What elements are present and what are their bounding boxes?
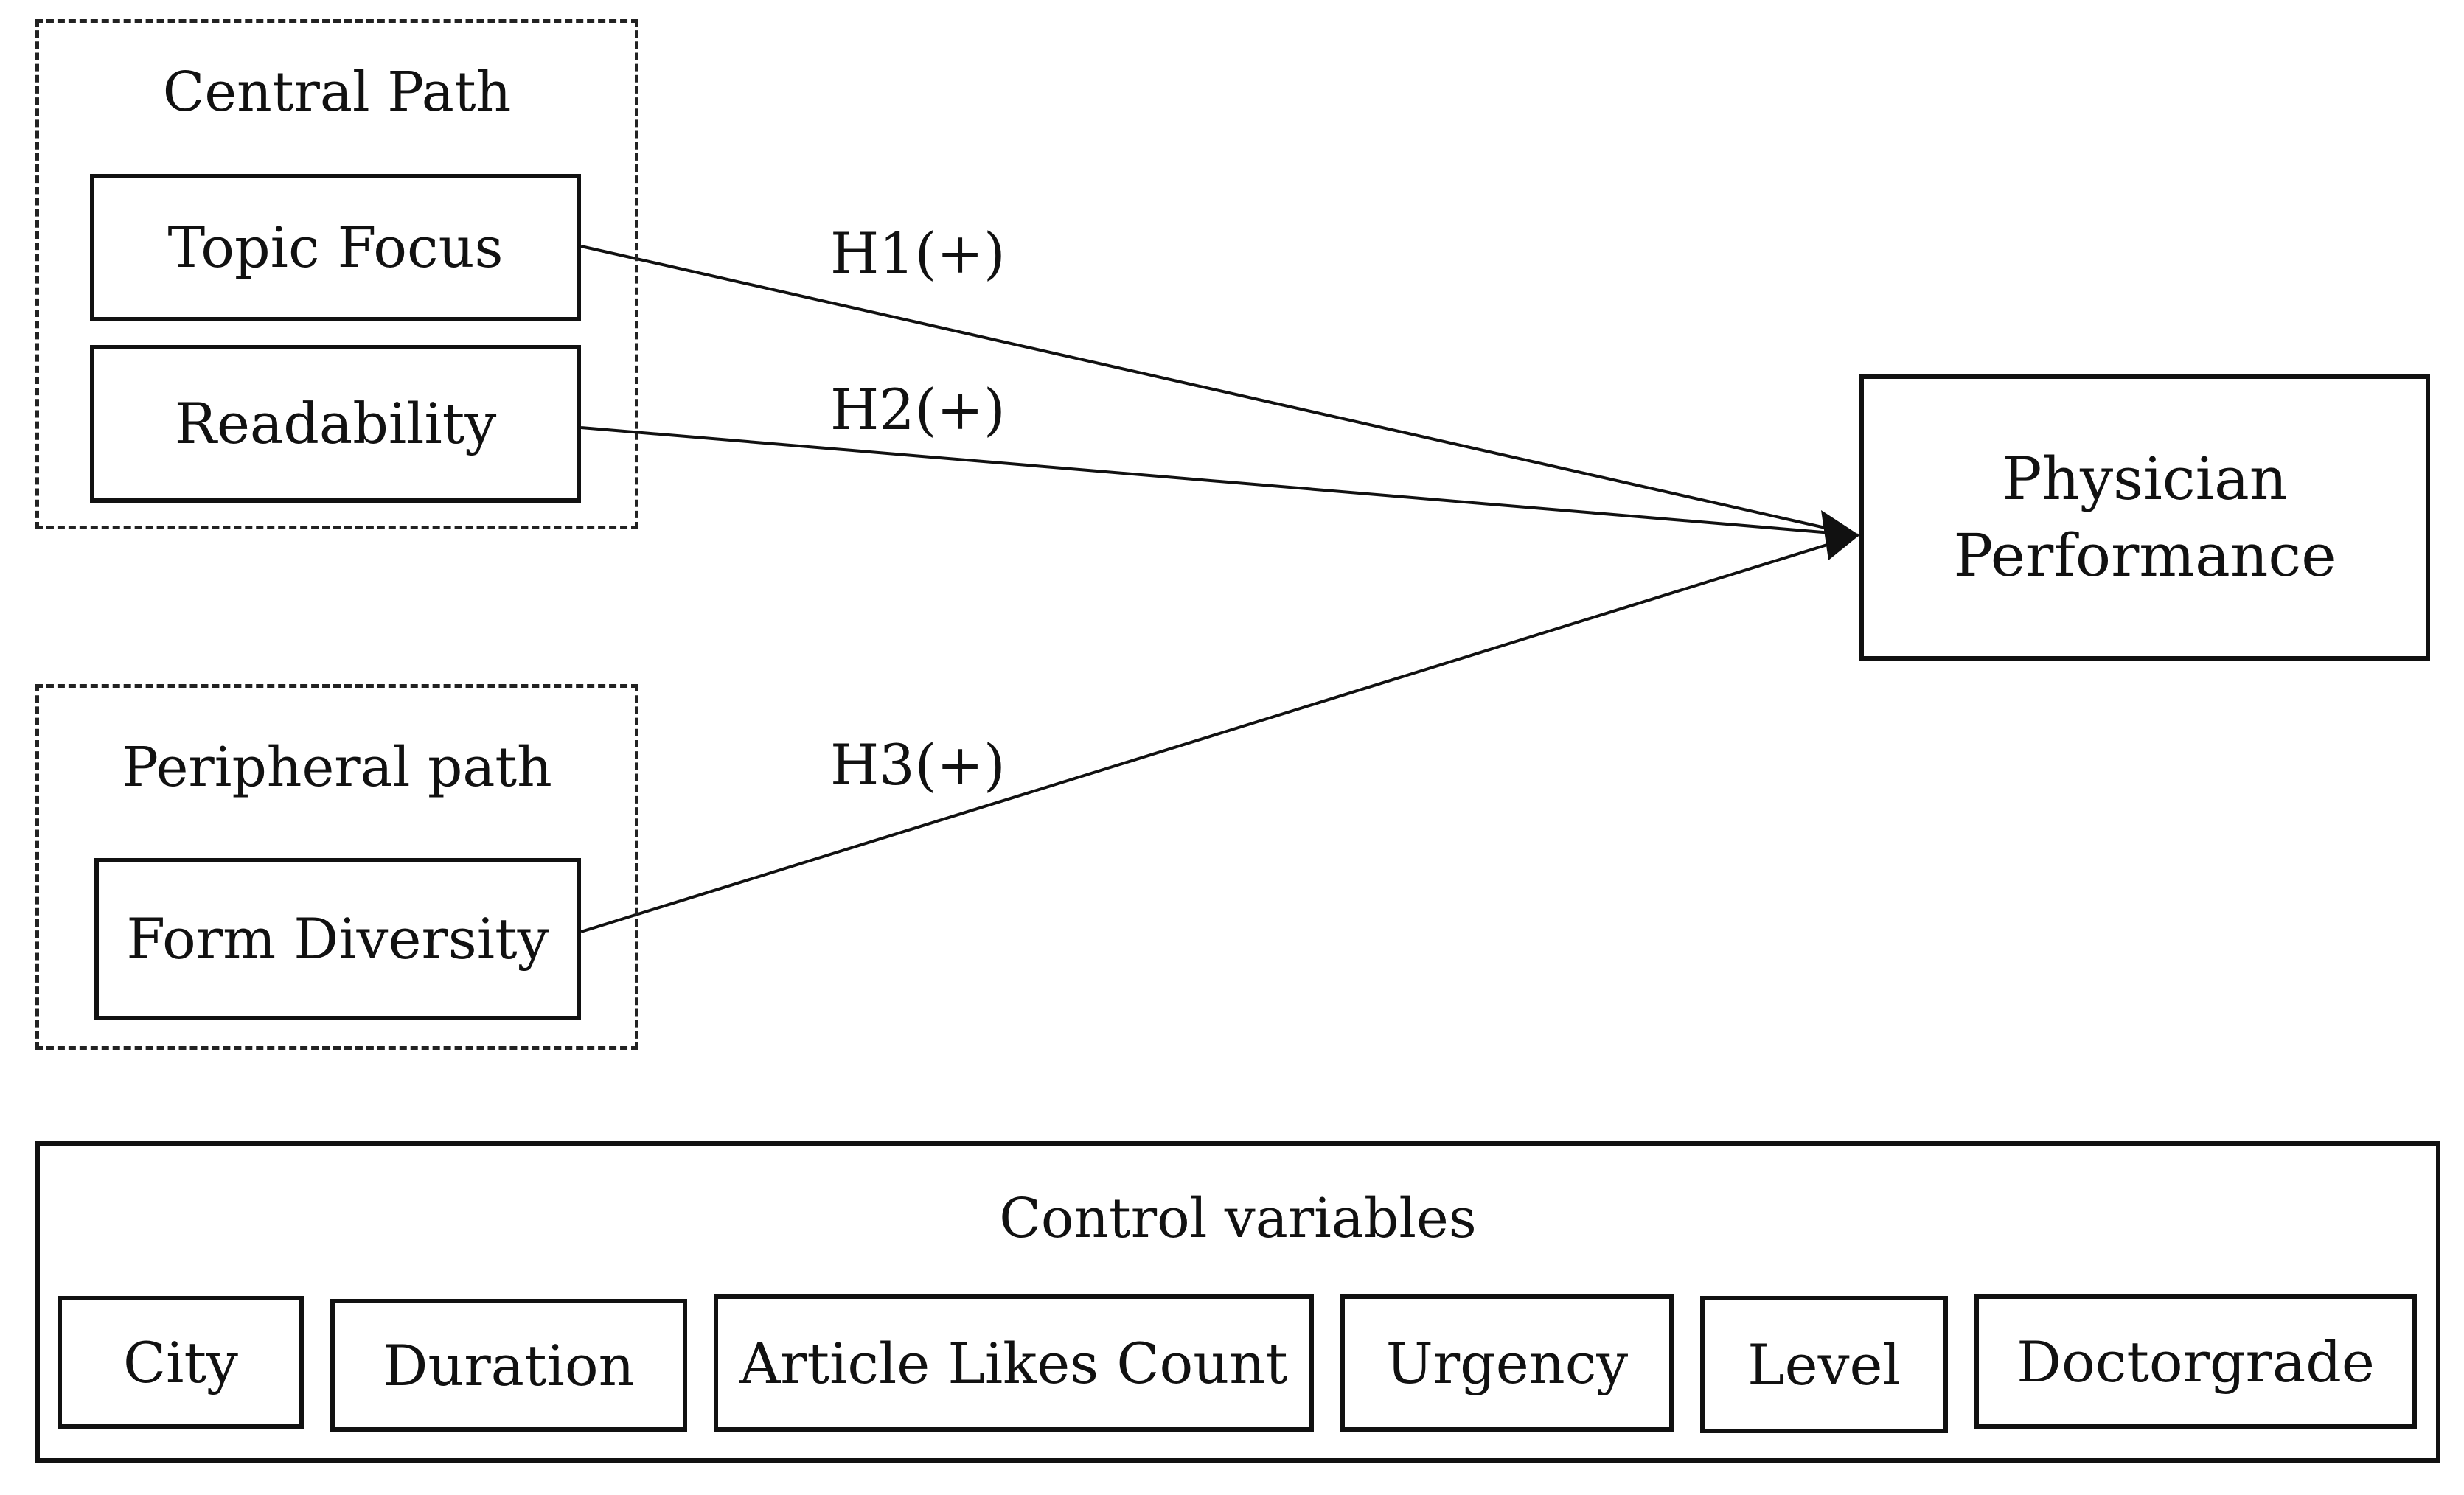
physician-performance-label: Physician Performance bbox=[1953, 441, 2336, 594]
central-path-title: Central Path bbox=[162, 60, 512, 124]
h1-label: H1(+) bbox=[830, 220, 1006, 286]
form-diversity-box: Form Diversity bbox=[94, 858, 581, 1020]
h3-arrow bbox=[580, 534, 1859, 933]
outcome-line-1: Physician bbox=[2002, 445, 2288, 513]
control-doctorgrade-label: Doctorgrade bbox=[2016, 1328, 2375, 1395]
control-level: Level bbox=[1700, 1296, 1948, 1433]
control-duration-label: Duration bbox=[383, 1332, 635, 1398]
topic-focus-label: Topic Focus bbox=[167, 215, 504, 281]
physician-performance-box: Physician Performance bbox=[1859, 374, 2430, 661]
control-city-label: City bbox=[123, 1329, 238, 1395]
control-doctorgrade: Doctorgrade bbox=[1974, 1294, 2417, 1429]
control-urgency-label: Urgency bbox=[1385, 1330, 1629, 1396]
outcome-line-2: Performance bbox=[1953, 521, 2336, 590]
control-article-likes-count: Article Likes Count bbox=[714, 1294, 1314, 1432]
control-variables-title: Control variables bbox=[999, 1187, 1477, 1250]
readability-label: Readability bbox=[174, 391, 497, 457]
h1-arrow bbox=[580, 245, 1859, 537]
control-urgency: Urgency bbox=[1340, 1294, 1674, 1432]
control-article-likes-count-label: Article Likes Count bbox=[739, 1330, 1288, 1396]
topic-focus-box: Topic Focus bbox=[90, 174, 581, 321]
peripheral-path-group bbox=[35, 684, 638, 1050]
control-level-label: Level bbox=[1747, 1331, 1901, 1398]
form-diversity-label: Form Diversity bbox=[126, 906, 549, 972]
control-duration: Duration bbox=[330, 1299, 687, 1432]
central-path-group bbox=[35, 19, 638, 529]
h2-arrow bbox=[580, 426, 1859, 537]
control-city: City bbox=[58, 1296, 304, 1429]
h2-label: H2(+) bbox=[830, 377, 1006, 442]
arrowhead-icon bbox=[1821, 510, 1859, 560]
peripheral-path-title: Peripheral path bbox=[122, 736, 552, 799]
h3-label: H3(+) bbox=[830, 732, 1006, 798]
readability-box: Readability bbox=[90, 345, 581, 503]
